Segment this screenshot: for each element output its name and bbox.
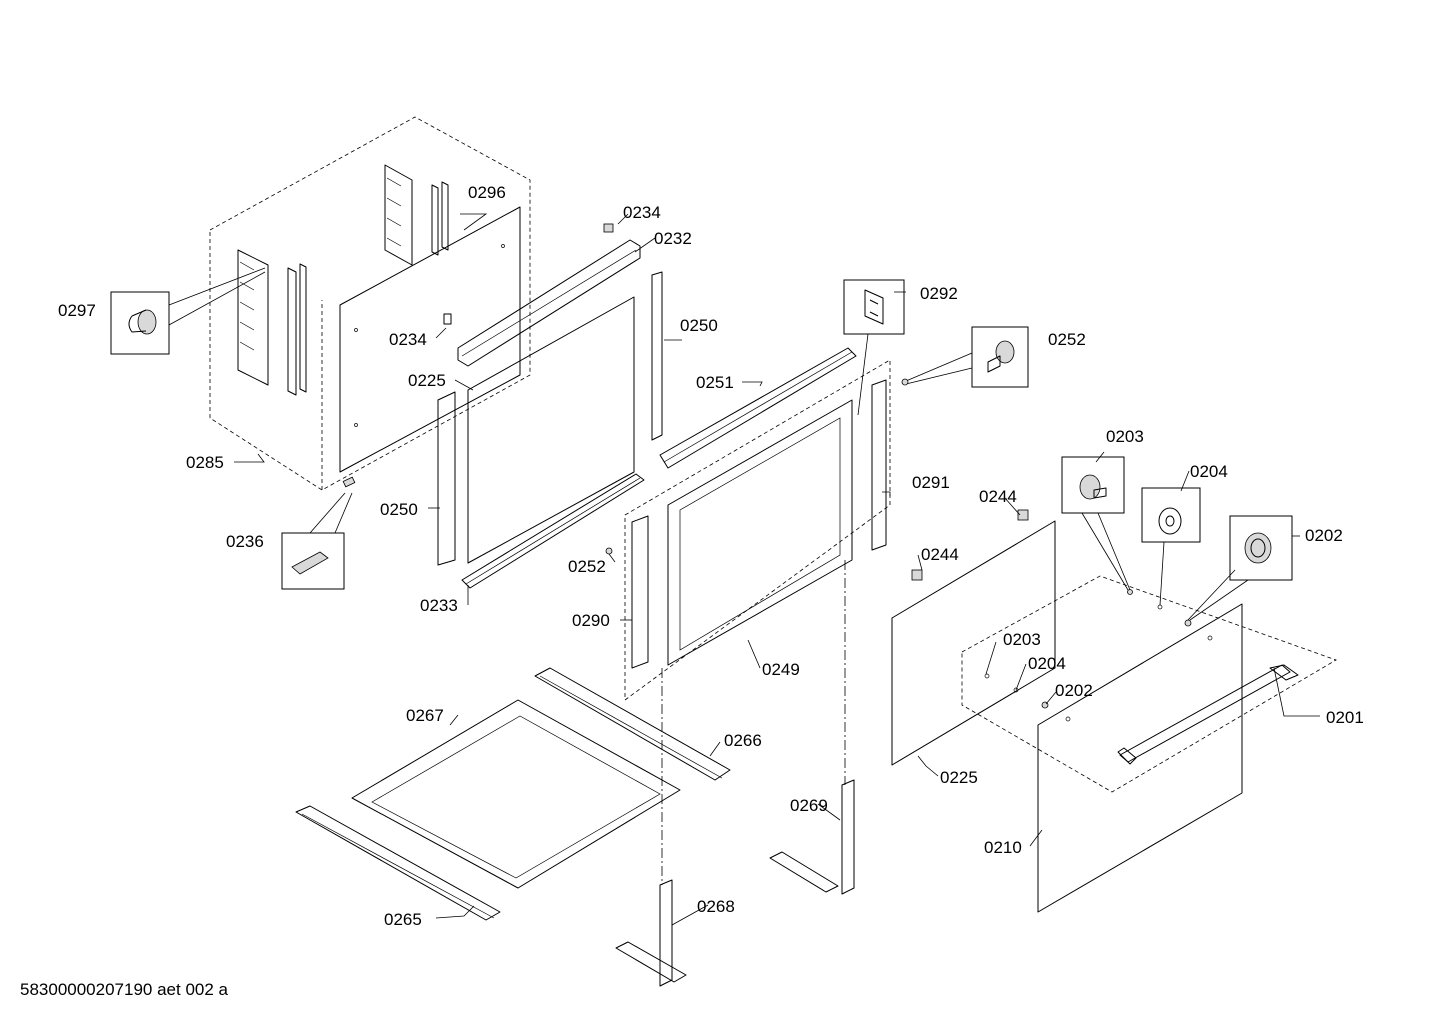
callout-0210: 0210 (984, 838, 1022, 857)
side-rack-left (237, 249, 307, 396)
hinge-0268 (615, 879, 687, 987)
callout-0203-lower: 0203 (1003, 630, 1041, 649)
cavity-assembly-0285 (209, 116, 531, 491)
inset-0252 (901, 326, 1029, 388)
callout-0233: 0233 (420, 596, 458, 615)
outer-door-assembly (891, 509, 1337, 913)
rail-0266 (534, 667, 731, 781)
inset-0203 (1061, 456, 1133, 595)
door-frame-assembly (624, 347, 891, 885)
callout-0267: 0267 (406, 706, 444, 725)
inner-glass-frame (437, 223, 663, 589)
callout-0249: 0249 (762, 660, 800, 679)
glass-pane-0225-lower (891, 520, 1056, 766)
handle-outline (961, 575, 1337, 793)
glass-pane-0225-upper (467, 296, 635, 564)
callout-0225-lower: 0225 (940, 768, 978, 787)
callout-0250-lower: 0250 (380, 500, 418, 519)
callout-0252-mid: 0252 (568, 557, 606, 576)
side-panel-0291 (871, 379, 887, 551)
callout-0291: 0291 (912, 473, 950, 492)
inset-0297 (110, 267, 266, 355)
frame-0249 (667, 399, 853, 666)
bottom-parts (295, 667, 855, 987)
callout-0201: 0201 (1326, 708, 1364, 727)
callout-0236: 0236 (226, 532, 264, 551)
callout-0296: 0296 (468, 183, 506, 202)
callout-0251: 0251 (696, 373, 734, 392)
side-profile-0250-right (651, 271, 663, 441)
leader-lines (234, 213, 1320, 926)
callout-0269: 0269 (790, 796, 828, 815)
callout-0203-top: 0203 (1106, 427, 1144, 446)
callout-0202-top: 0202 (1305, 526, 1343, 545)
callout-0265: 0265 (384, 910, 422, 929)
back-panel-0296 (339, 206, 521, 473)
tray-0267 (351, 699, 681, 889)
handle-0201 (1117, 664, 1299, 765)
inset-0204 (1141, 487, 1201, 610)
bottom-profile-0233 (461, 473, 645, 589)
callout-0297: 0297 (58, 301, 96, 320)
side-rack-right (384, 164, 449, 266)
side-panel-0290 (631, 515, 649, 669)
callout-0202-lower: 0202 (1055, 681, 1093, 700)
drawing-code: 58300000207190 aet 002 a (20, 980, 228, 999)
callout-0268: 0268 (697, 897, 735, 916)
callout-0204-top: 0204 (1190, 462, 1228, 481)
callout-0285: 0285 (186, 453, 224, 472)
inset-0236 (281, 476, 356, 590)
side-profile-0250-left (437, 391, 456, 566)
callout-0266: 0266 (724, 731, 762, 750)
callout-0252-top: 0252 (1048, 330, 1086, 349)
top-profile-0232 (457, 239, 641, 367)
callout-0244-mid: 0244 (921, 545, 959, 564)
inset-0292 (843, 279, 905, 416)
outer-door-0210 (1037, 603, 1243, 913)
callout-0232: 0232 (654, 229, 692, 248)
rail-0265 (295, 805, 501, 921)
callout-0234-mid: 0234 (389, 330, 427, 349)
callout-labels: 0296 0234 0232 0297 0234 0250 0292 0252 … (58, 183, 1364, 929)
callout-0244-top: 0244 (979, 487, 1017, 506)
inset-0202 (1184, 515, 1293, 627)
callout-0234-top: 0234 (623, 203, 661, 222)
top-rail-0251 (659, 347, 857, 469)
callout-0225-upper: 0225 (408, 371, 446, 390)
hinge-0269 (769, 779, 855, 895)
callout-0204-lower: 0204 (1028, 654, 1066, 673)
callout-0290: 0290 (572, 611, 610, 630)
callout-0250-upper: 0250 (680, 316, 718, 335)
callout-0292: 0292 (920, 284, 958, 303)
